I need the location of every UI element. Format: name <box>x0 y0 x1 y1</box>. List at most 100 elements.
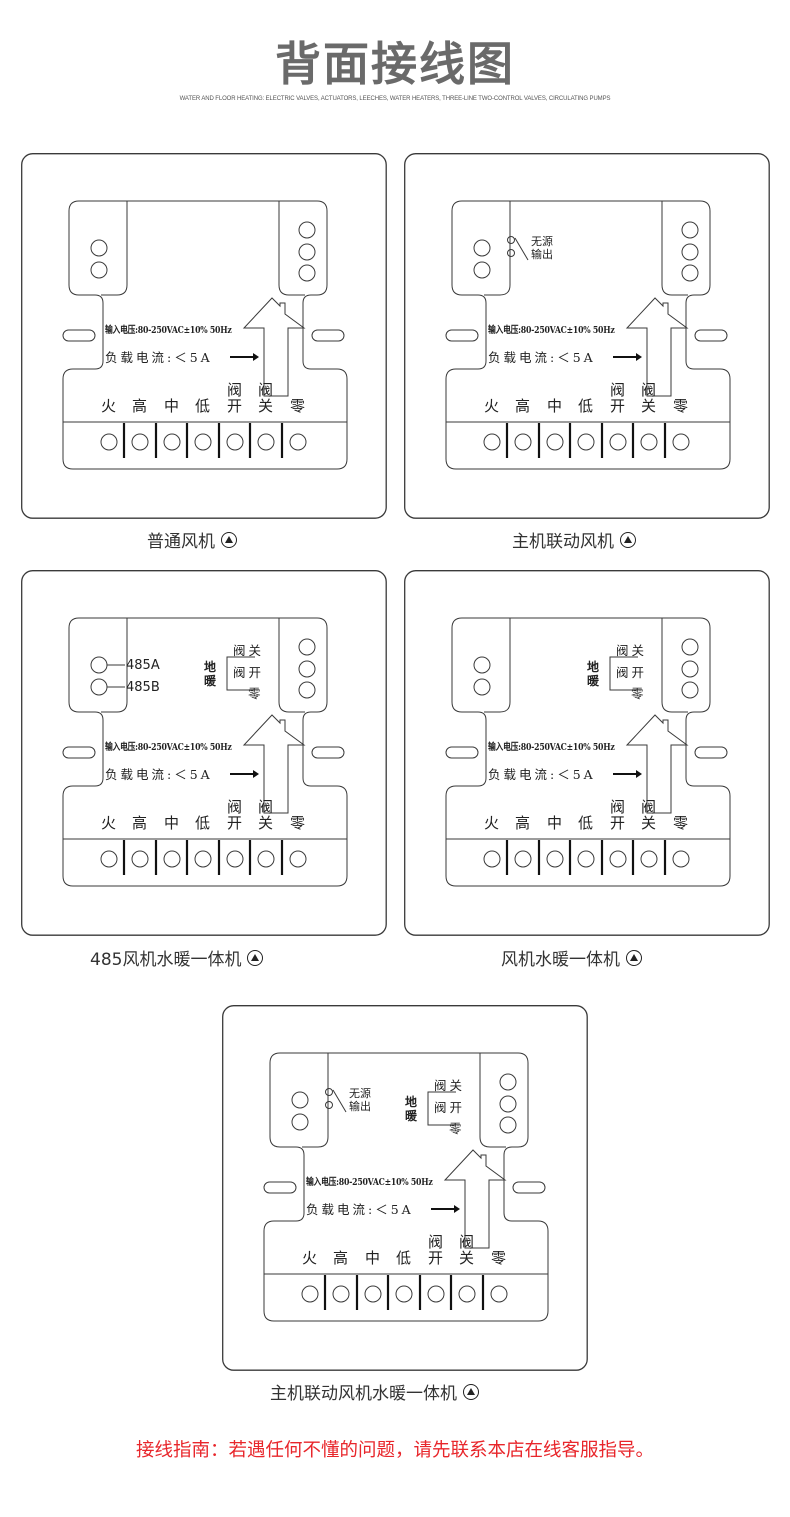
left-tab <box>484 201 511 296</box>
left-slot <box>445 329 479 342</box>
terminal-label: 关 <box>258 814 274 832</box>
left-slot <box>62 329 96 342</box>
passive-terminal <box>325 1088 333 1096</box>
terminal-label: 火 <box>101 814 117 832</box>
floor-heating-label: 地 <box>405 1095 418 1109</box>
circle-up-arrow-icon <box>221 532 237 548</box>
bottom-terminal <box>672 850 690 868</box>
terminal-label: 中 <box>164 814 180 832</box>
valve-close-label: 阀关 <box>616 643 648 658</box>
terminal-label: 高 <box>132 397 148 415</box>
page-subtitle: WATER AND FLOOR HEATING: ELECTRIC VALVES… <box>179 96 611 102</box>
terminal-label: 低 <box>578 397 594 415</box>
caption-text: 485风机水暖一体机 <box>90 950 242 970</box>
terminal-label: 零 <box>491 1249 507 1267</box>
terminal-label: 低 <box>578 814 594 832</box>
panel-caption: 485风机水暖一体机 <box>90 945 264 970</box>
terminal-label: 零 <box>290 397 306 415</box>
panel-caption: 风机水暖一体机 <box>501 945 642 970</box>
bottom-terminal <box>546 850 564 868</box>
bottom-terminal <box>163 433 181 451</box>
panel-caption: 主机联动风机水暖一体机 <box>270 1379 479 1404</box>
terminal-label-top: 阀 <box>641 798 657 816</box>
neutral-label: 零 <box>631 686 647 701</box>
panel-frame <box>222 1005 588 1371</box>
passive-output-label: 无源 <box>531 235 553 248</box>
right-terminal <box>298 681 316 699</box>
bottom-terminal <box>364 1285 382 1303</box>
bottom-terminal <box>332 1285 350 1303</box>
passive-output-label: 输出 <box>531 248 553 261</box>
right-tab <box>479 1053 506 1148</box>
floor-heating-label: 暖 <box>587 674 600 688</box>
bottom-terminal <box>514 850 532 868</box>
bottom-terminal <box>577 850 595 868</box>
left-tab <box>302 1053 329 1148</box>
house-icon <box>242 297 306 397</box>
right-terminal <box>681 221 699 239</box>
left-terminal <box>90 239 108 257</box>
panel-caption: 普通风机 <box>147 527 237 552</box>
bottom-terminal <box>640 433 658 451</box>
valve-open-label: 阀开 <box>434 1100 466 1115</box>
floor-heating-label: 暖 <box>204 674 217 688</box>
terminal-label-top: 阀 <box>641 381 657 399</box>
valve-close-label: 阀关 <box>434 1078 466 1093</box>
bottom-terminal <box>301 1285 319 1303</box>
terminal-label: 中 <box>365 1249 381 1267</box>
bottom-terminal <box>100 433 118 451</box>
circle-up-arrow-icon <box>620 532 636 548</box>
bottom-terminal <box>226 433 244 451</box>
terminal-label: 开 <box>227 397 243 415</box>
terminal-label: 高 <box>333 1249 349 1267</box>
passive-terminal <box>507 249 515 257</box>
panel-frame <box>21 153 387 519</box>
board-outline <box>263 1052 549 1322</box>
valve-open-label: 阀开 <box>233 665 265 680</box>
panel-frame <box>21 570 387 936</box>
load-current-spec: 负载电流:＜5A <box>105 350 213 365</box>
board-outline <box>445 200 731 470</box>
circle-up-arrow-icon <box>626 950 642 966</box>
terminal-label: 关 <box>641 814 657 832</box>
bottom-terminal <box>289 433 307 451</box>
right-slot <box>512 1181 546 1194</box>
bottom-terminal <box>546 433 564 451</box>
left-slot <box>62 746 96 759</box>
right-terminal <box>499 1095 517 1113</box>
left-terminal <box>291 1113 309 1131</box>
board-outline <box>62 617 348 887</box>
left-slot <box>445 746 479 759</box>
terminal-label-top: 阀 <box>227 381 243 399</box>
rs485b-label: 485B <box>126 680 160 695</box>
terminal-label: 开 <box>428 1249 444 1267</box>
bottom-terminal <box>395 1285 413 1303</box>
terminal-label: 零 <box>290 814 306 832</box>
right-terminal <box>298 243 316 261</box>
neutral-label: 零 <box>449 1121 465 1136</box>
valve-open-label: 阀开 <box>616 665 648 680</box>
terminal-label-top: 阀 <box>459 1233 475 1251</box>
terminal-label: 低 <box>195 814 211 832</box>
right-slot <box>311 746 345 759</box>
circle-up-arrow-icon <box>463 1384 479 1400</box>
right-terminal <box>298 638 316 656</box>
input-voltage-spec: 输入电压:80-250VAC±10% 50Hz <box>105 325 232 336</box>
bottom-terminal <box>458 1285 476 1303</box>
floor-bracket <box>427 1091 456 1126</box>
left-terminal <box>90 261 108 279</box>
passive-output-label: 输出 <box>349 1100 371 1113</box>
bottom-terminal <box>194 850 212 868</box>
terminal-label-top: 阀 <box>428 1233 444 1251</box>
left-slot <box>263 1181 297 1194</box>
board-outline <box>445 617 731 887</box>
bottom-terminal <box>577 433 595 451</box>
bottom-terminal <box>609 433 627 451</box>
left-tab <box>101 201 128 296</box>
terminal-label-top: 阀 <box>227 798 243 816</box>
right-terminal <box>499 1116 517 1134</box>
floor-bracket <box>609 656 638 691</box>
terminal-label: 零 <box>673 397 689 415</box>
